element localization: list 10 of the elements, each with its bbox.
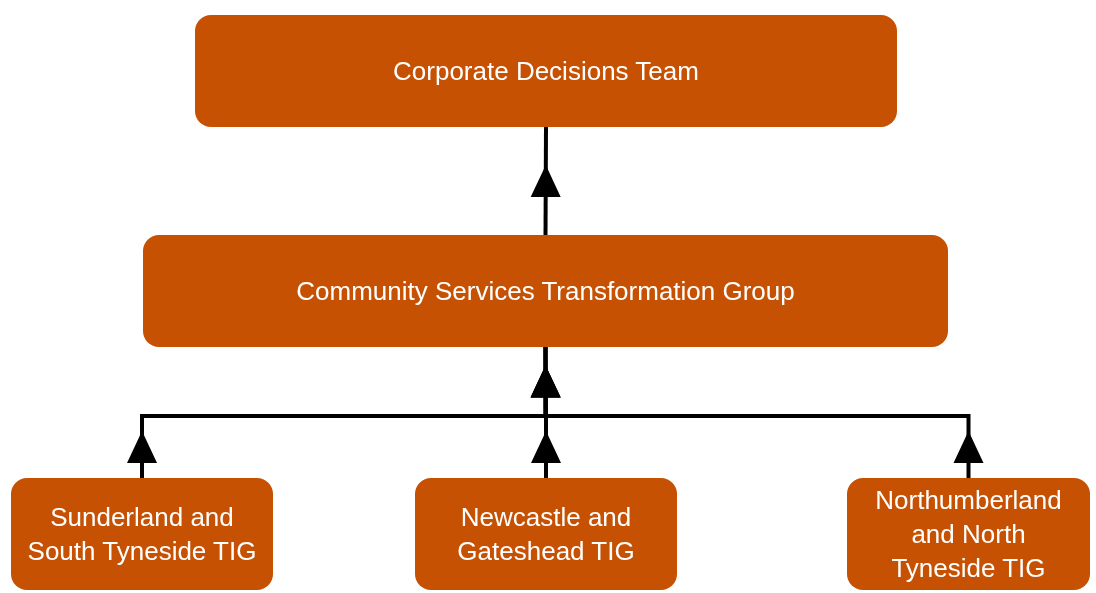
org-box (847, 478, 1090, 590)
box-label: Sunderland and South Tyneside TIG (26, 501, 258, 568)
box-label: Northumberland and North Tyneside TIG (874, 484, 1063, 585)
box-label: Newcastle and Gateshead TIG (456, 501, 636, 568)
org-box (11, 478, 273, 590)
org-box (195, 15, 897, 127)
org-box (143, 235, 948, 347)
box-label: Community Services Transformation Group (296, 275, 795, 308)
org-box (415, 478, 677, 590)
box-label: Corporate Decisions Team (393, 55, 699, 88)
